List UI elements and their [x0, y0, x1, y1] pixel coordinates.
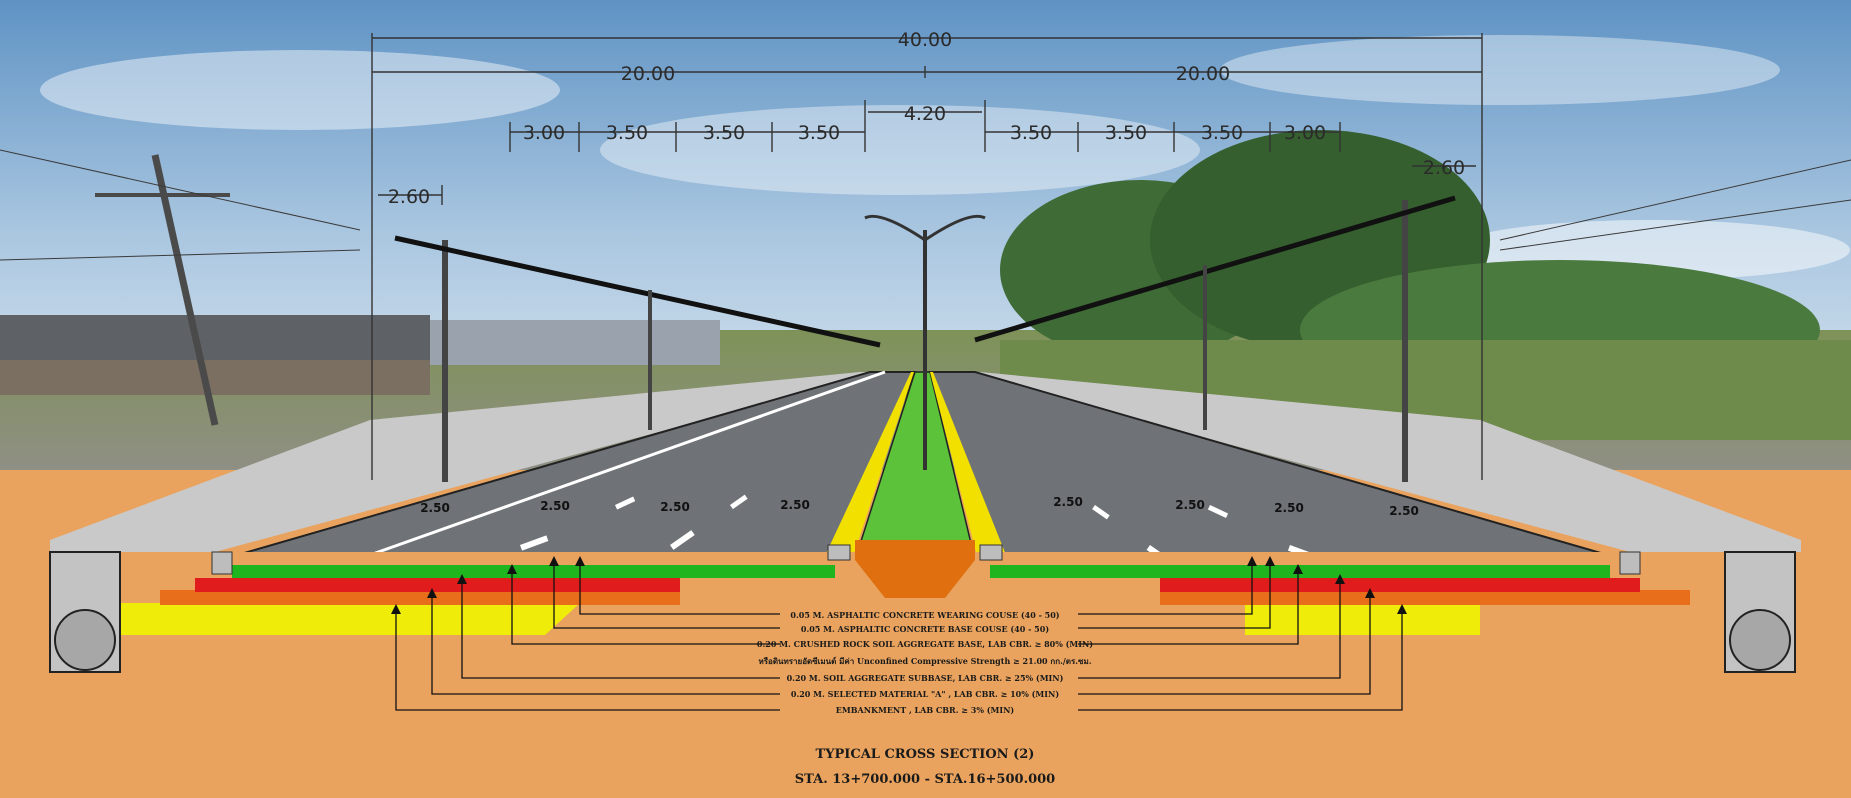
dim-left-sidewalk: 2.60: [388, 186, 430, 208]
layer-note-selected-material: 0.20 M. SELECTED MATERIAL "A" , LAB CBR.…: [791, 689, 1059, 699]
layer-arrowheads: [391, 556, 1407, 614]
layer-note-cement-soil: หรือดินทรายอัดซีเมนต์ มีค่า Unconfined C…: [758, 656, 1091, 666]
dim-half-left: 20.00: [621, 63, 675, 85]
lane-label-3: 2.50: [660, 500, 690, 514]
dim-left-lane-2: 3.50: [606, 122, 648, 144]
layer-leader-lines: [395, 560, 1403, 711]
dim-right-lane-4: 3.00: [1284, 122, 1326, 144]
lane-label-4: 2.50: [780, 498, 810, 512]
dim-half-right: 20.00: [1176, 63, 1230, 85]
layer-note-crushed-rock-base: 0.20 M. CRUSHED ROCK SOIL AGGREGATE BASE…: [757, 639, 1093, 649]
station-range: STA. 13+700.000 - STA.16+500.000: [795, 772, 1055, 787]
dim-left-lane-3: 3.50: [703, 122, 745, 144]
dim-median: 4.20: [904, 103, 946, 125]
roadway: [50, 195, 1801, 565]
layer-note-subbase: 0.20 M. SOIL AGGREGATE SUBBASE, LAB CBR.…: [787, 673, 1064, 683]
lane-label-1: 2.50: [420, 501, 450, 515]
dim-left-lane-4: 3.50: [798, 122, 840, 144]
lane-label-6: 2.50: [1175, 498, 1205, 512]
layer-note-base-course: 0.05 M. ASPHALTIC CONCRETE BASE COUSE (4…: [801, 624, 1049, 634]
dim-right-lane-2: 3.50: [1105, 122, 1147, 144]
dim-right-lane-3: 3.50: [1201, 122, 1243, 144]
lane-label-7: 2.50: [1274, 501, 1304, 515]
layer-note-embankment: EMBANKMENT , LAB CBR. ≥ 3% (MIN): [836, 705, 1015, 715]
dimension-ticks: [441, 100, 1341, 205]
layer-note-wearing-course: 0.05 M. ASPHALTIC CONCRETE WEARING COUSE…: [790, 610, 1059, 620]
lane-label-8: 2.50: [1389, 504, 1419, 518]
drawing-title: TYPICAL CROSS SECTION (2): [816, 747, 1035, 762]
pavement-layers: [0, 540, 1851, 798]
lane-label-5: 2.50: [1053, 495, 1083, 509]
dim-right-lane-1: 3.50: [1010, 122, 1052, 144]
dimension-lines: [371, 33, 1483, 480]
dim-left-lane-1: 3.00: [523, 122, 565, 144]
lane-label-2: 2.50: [540, 499, 570, 513]
dim-total: 40.00: [898, 29, 952, 51]
dim-right-sidewalk: 2.60: [1423, 157, 1465, 179]
